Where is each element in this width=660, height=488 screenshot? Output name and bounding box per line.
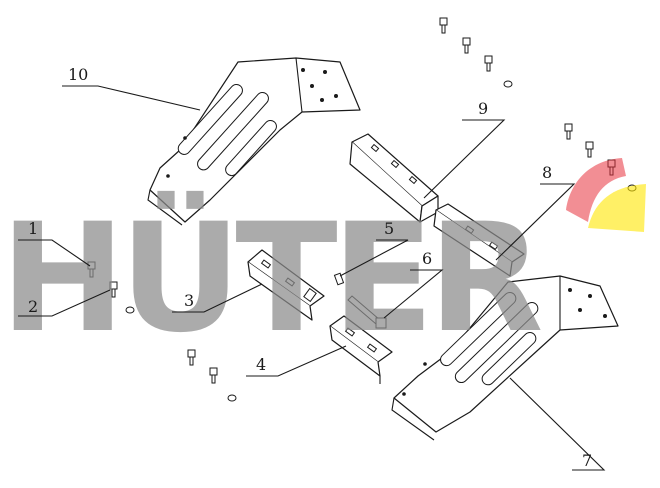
- bolt-icon: [462, 37, 471, 54]
- part-10-guard-plate: [147, 57, 361, 226]
- callout-9: 9: [478, 99, 488, 118]
- nut-icon: [125, 306, 135, 314]
- part-4-bracket: [329, 315, 393, 384]
- bolt-icon: [564, 123, 573, 140]
- part-5-bolt: [333, 272, 345, 286]
- callout-7: 7: [582, 451, 592, 470]
- watermark: HÜTER: [0, 158, 646, 366]
- bolt-icon: [87, 261, 96, 278]
- callout-4: 4: [256, 355, 266, 374]
- callout-5: 5: [384, 219, 394, 238]
- nut-icon: [227, 394, 237, 402]
- watermark-yellow-swoosh: [588, 184, 646, 232]
- callout-2: 2: [28, 297, 38, 316]
- part-8-angle-bracket: [433, 203, 525, 277]
- watermark-text: HÜTER: [0, 190, 541, 366]
- bolt-icon: [585, 141, 594, 158]
- bolt-icon: [439, 17, 448, 34]
- nut-icon: [503, 80, 513, 88]
- callout-labels: 10 9 8 1 2 3 5 6 4 7: [28, 65, 592, 470]
- watermark-red-swoosh: [566, 158, 626, 222]
- callout-8: 8: [542, 163, 552, 182]
- part-6-long-bolt: [347, 295, 387, 329]
- callout-3: 3: [184, 291, 194, 310]
- part-9-square-tube: [349, 133, 439, 223]
- part-7-guard-plate: [391, 275, 619, 441]
- leader-lines: [18, 85, 606, 471]
- callout-6: 6: [422, 249, 432, 268]
- bolt-icon: [209, 367, 218, 384]
- callout-1: 1: [28, 219, 38, 238]
- callout-10: 10: [68, 65, 88, 84]
- bolt-icon: [109, 281, 118, 298]
- part-3-bracket: [247, 249, 325, 321]
- bolt-icon: [187, 349, 196, 366]
- bolt-icon: [484, 55, 493, 72]
